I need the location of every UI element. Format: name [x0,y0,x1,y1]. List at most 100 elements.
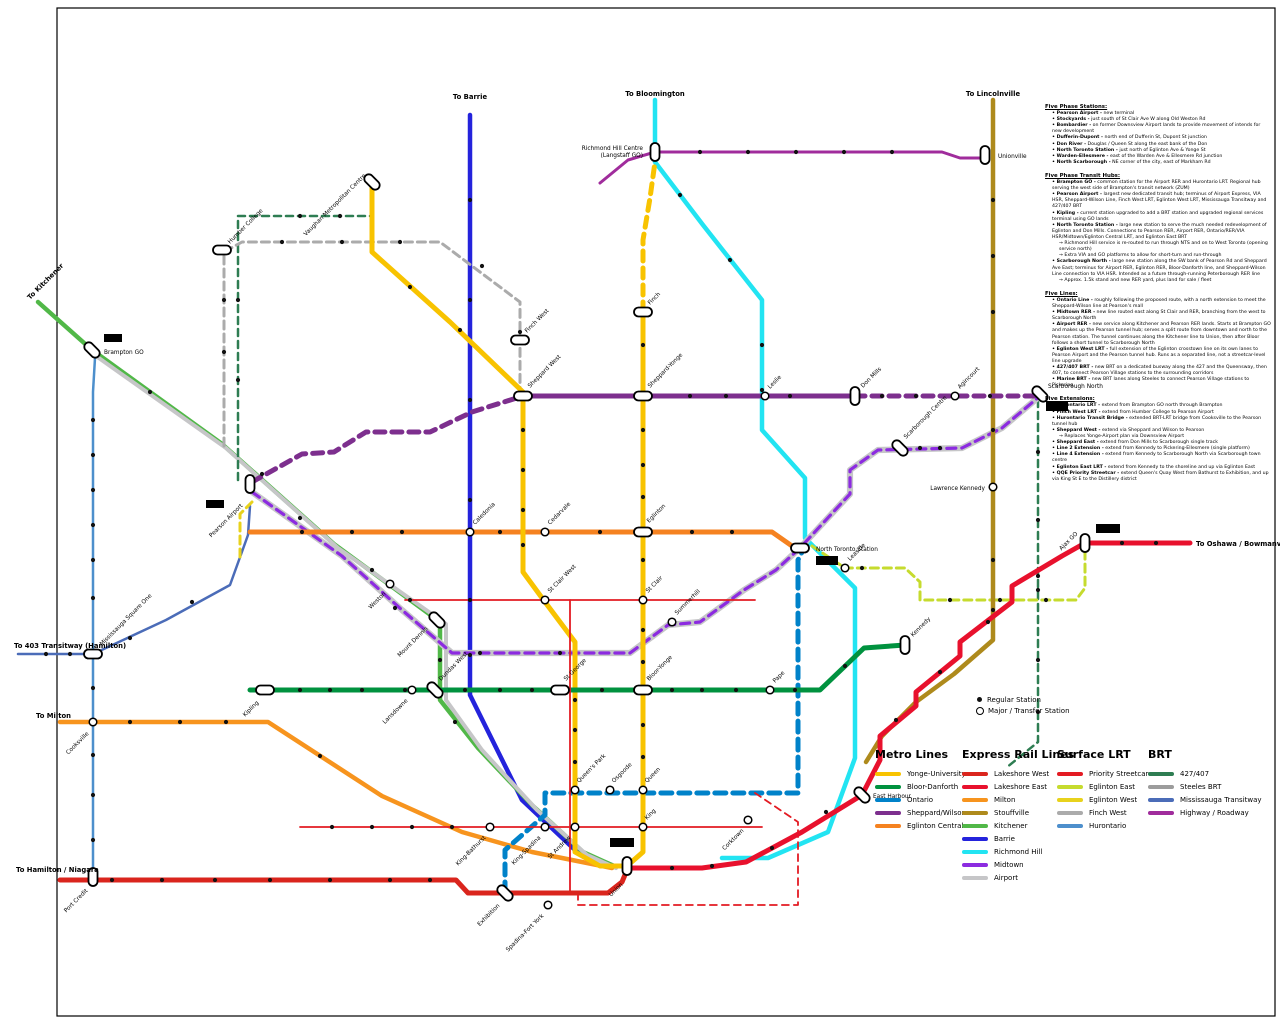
station-ajax-go[interactable] [1079,533,1091,553]
station-vaughan-metropolitan-centre[interactable] [362,172,381,191]
station-st-george[interactable] [550,684,570,696]
hub-marker [206,500,224,508]
legend-item-label: Highway / Roadway [1180,808,1249,817]
station-label: Agincourt [957,366,982,391]
station-osgoode[interactable] [605,785,615,795]
station-pape[interactable] [765,685,775,695]
stop-dot [723,393,729,399]
station-lansdowne[interactable] [407,685,417,695]
line-yonge-university [369,179,646,869]
station-sheppard-west[interactable] [513,390,533,402]
station-kipling[interactable] [255,684,275,696]
station-lawrence-kennedy[interactable] [988,482,998,492]
station-leaside[interactable] [840,563,850,573]
station-bloor-yonge[interactable] [633,684,653,696]
stop-dot [917,445,923,451]
station-port-credit[interactable] [87,867,99,887]
stop-dot [369,567,375,573]
station-brampton-go[interactable] [82,340,101,359]
stop-dot [223,719,229,725]
station-leslie[interactable] [760,391,770,401]
station-unionville[interactable] [979,145,991,165]
stop-dot [397,239,403,245]
station-humber-college[interactable] [212,244,232,256]
station-union[interactable] [621,856,633,876]
station-queen[interactable] [638,785,648,795]
hub-marker [104,334,122,342]
notes-sub-bullet: Extra VIA and GO platforms to allow for … [1052,253,1271,259]
stop-dot [317,753,323,759]
stop-dot [1035,587,1041,593]
station-don-mills[interactable] [849,386,861,406]
stop-dot [297,213,303,219]
station-king-bathurst[interactable] [485,822,495,832]
stop-dot [985,619,991,625]
notes-bullet: Hurontario LRT - extend from Brampton GO… [1052,403,1271,409]
stop-dot [990,197,996,203]
notes-bullet: Line 4 Extension - extend from Kennedy t… [1052,452,1271,464]
station-label: East Harbour [873,794,912,800]
station-weston[interactable] [385,579,395,589]
station-st-clair-west[interactable] [540,595,550,605]
station-sheppard-yonge[interactable] [633,390,653,402]
station-pearson-airport[interactable] [244,474,256,494]
station-mississauga-square-one[interactable] [83,648,103,660]
station-finch-west[interactable] [510,334,530,346]
stop-dot [689,529,695,535]
station-spadina-fort-york[interactable] [543,900,553,910]
station-summerhill[interactable] [667,617,677,627]
station-agincourt[interactable] [950,391,960,401]
station-mount-dennis[interactable] [427,610,446,629]
legend-item: Yonge-University [875,767,966,780]
stop-dot [640,494,646,500]
station-king-spadina[interactable] [540,822,550,832]
stop-dot [1035,573,1041,579]
notes-list: Ontario Line - roughly following the pro… [1045,298,1271,390]
station-kennedy[interactable] [899,635,911,655]
legend-swatch [962,836,988,841]
station-eglinton[interactable] [633,526,653,538]
line-eglinton-east-lrt [810,543,1087,602]
station-east-harbour[interactable] [852,785,871,804]
station-corktown[interactable] [743,815,753,825]
station-st-andrew[interactable] [570,822,580,832]
stop-dot [297,515,303,521]
stop-dot [339,239,345,245]
station-st-clair[interactable] [638,595,648,605]
station-king[interactable] [638,822,648,832]
station-richmond-hill-centre[interactable] [649,142,661,162]
station-caledonia[interactable] [465,527,475,537]
stop-dot [407,284,413,290]
station-scarborough-north[interactable] [1030,384,1049,403]
station-cooksville[interactable] [88,717,98,727]
station-cedarvale[interactable] [540,527,550,537]
line-streetcar-qqe [577,792,799,906]
legend-item-label: Eglinton West [1089,795,1138,804]
stop-dot [529,687,535,693]
notes-block: Five Phase Stations:Pearson Airport - ne… [1045,104,1271,166]
station-finch[interactable] [633,306,653,318]
legend-swatch [962,810,988,815]
station-exhibition[interactable] [495,883,514,902]
legend-item: Lakeshore West [962,767,1074,780]
station-label: Kennedy [910,616,932,638]
stop-dot [387,877,393,883]
line-lakeshore-east [624,540,1193,871]
stop-dot [709,863,715,869]
stop-dot [327,877,333,883]
legend-group-title: BRT [1148,748,1172,761]
stop-dot [452,719,458,725]
station-north-toronto-station[interactable] [790,542,810,554]
legend-item: Eglinton East [1057,780,1148,793]
stop-dot [640,462,646,468]
stop-dot [640,342,646,348]
station-queen-s-park[interactable] [570,785,580,795]
station-label: Sheppard-Yonge [647,352,684,389]
station-dundas-west[interactable] [425,680,444,699]
stop-dot [557,650,563,656]
stop-dot [90,752,96,758]
station-scarborough-centre[interactable] [890,438,909,457]
station-label: Finch West [524,308,551,335]
legend-item-label: Richmond Hill [994,847,1043,856]
